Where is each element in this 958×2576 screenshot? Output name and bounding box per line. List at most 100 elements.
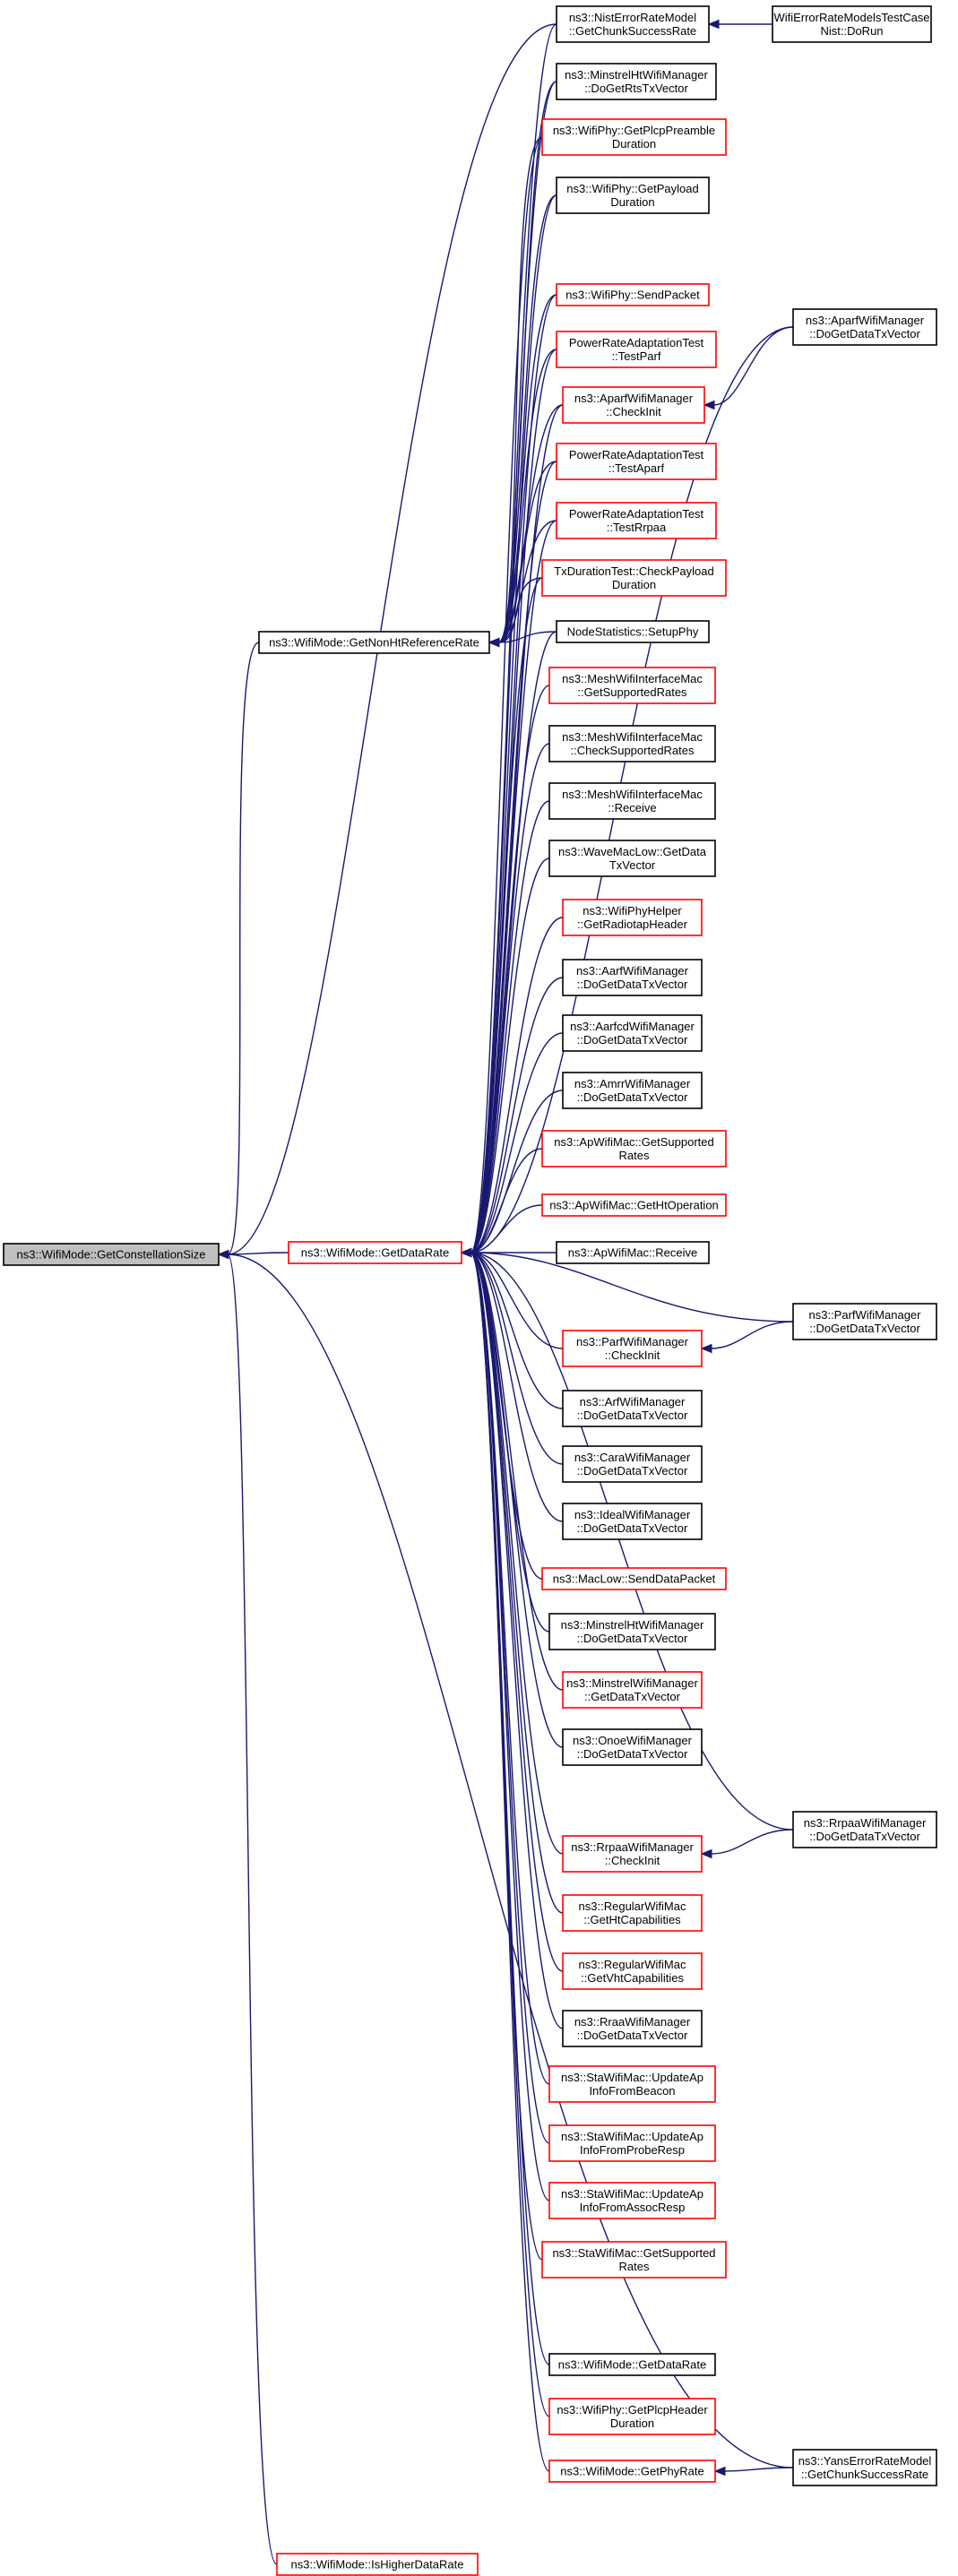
node-label: ::DoGetDataTxVector [577,978,688,991]
function-node[interactable]: ns3::RegularWifiMac::GetHtCapabilities [562,1894,703,1932]
node-label: ns3::WifiMode::GetConstellationSize [17,1248,206,1262]
function-node[interactable]: ns3::ParfWifiManager::DoGetDataTxVector [792,1303,937,1340]
function-node[interactable]: PowerRateAdaptationTest::TestRrpaa [556,502,717,539]
function-node[interactable]: ns3::WifiMode::GetPhyRate [548,2460,716,2483]
function-node[interactable]: ns3::CaraWifiManager::DoGetDataTxVector [562,1445,703,1483]
function-node[interactable]: ns3::YansErrorRateModel::GetChunkSuccess… [792,2449,937,2486]
function-node[interactable]: ns3::AparfWifiManager::DoGetDataTxVector [792,308,937,346]
node-label: ::DoGetDataTxVector [577,1632,688,1645]
function-node[interactable]: PowerRateAdaptationTest::TestParf [556,331,717,368]
call-edge [470,977,564,1254]
function-node[interactable]: ns3::MeshWifiInterfaceMac::GetSupportedR… [548,667,716,704]
node-label: ns3::WifiPhyHelper [583,904,682,918]
arrowhead-icon [488,637,500,648]
node-label: PowerRateAdaptationTest [569,507,704,521]
node-label: ns3::WifiMode::GetPhyRate [560,2465,703,2478]
node-label: ns3::MeshWifiInterfaceMac [562,788,703,801]
node-label: ns3::WifiPhy::SendPacket [565,289,700,302]
node-label: ns3::ApWifiMac::Receive [568,1246,698,1260]
function-node[interactable]: ns3::RrpaaWifiManager::DoGetDataTxVector [792,1811,937,1848]
node-label: ns3::MeshWifiInterfaceMac [562,730,703,744]
node-label: ns3::ApWifiMac::GetHtOperation [549,1199,719,1212]
function-node[interactable]: ns3::ParfWifiManager::CheckInit [562,1330,703,1367]
node-label: ns3::MinstrelHtWifiManager [565,68,708,82]
call-edge [470,743,550,1254]
call-edge [497,294,557,643]
function-node[interactable]: PowerRateAdaptationTest::TestAparf [556,443,717,480]
function-node[interactable]: ns3::OnoeWifiManager::DoGetDataTxVector [562,1728,703,1766]
function-node[interactable]: ns3::AarfcdWifiManager::DoGetDataTxVecto… [562,1014,703,1052]
call-edge [470,1252,564,1349]
node-label: Nist::DoRun [820,24,883,38]
function-node[interactable]: ns3::ApWifiMac::GetHtOperation [541,1193,727,1217]
call-edge [470,1032,564,1254]
function-node[interactable]: ns3::ApWifiMac::GetSupportedRates [541,1130,727,1167]
function-node[interactable]: ns3::RrpaaWifiManager::CheckInit [562,1835,703,1873]
call-edge [470,800,550,1254]
function-node[interactable]: ns3::MeshWifiInterfaceMac::Receive [548,782,716,820]
call-edge [470,1252,550,2472]
function-node[interactable]: ns3::ArfWifiManager::DoGetDataTxVector [562,1390,703,1427]
node-box [562,1671,703,1709]
node-box [562,1503,703,1540]
function-node[interactable]: ns3::StaWifiMac::UpdateApInfoFromAssocRe… [548,2182,716,2219]
node-label: ns3::WifiMode::IsHigherDataRate [291,2558,464,2572]
function-node[interactable]: ns3::IdealWifiManager::DoGetDataTxVector [562,1503,703,1540]
node-label: NodeStatistics::SetupPhy [567,625,699,639]
node-label: ::DoGetDataTxVector [577,1033,688,1047]
node-box [556,5,710,43]
function-node[interactable]: ns3::WifiMode::GetDataRate [288,1241,462,1264]
call-edge [470,1252,564,1465]
function-node[interactable]: ns3::MinstrelHtWifiManager::DoGetRtsTxVe… [556,63,717,100]
node-label: ::DoGetDataTxVector [809,327,920,340]
function-node[interactable]: ns3::RraaWifiManager::DoGetDataTxVector [562,2010,703,2047]
node-label: ns3::RraaWifiManager [574,2015,691,2029]
function-node[interactable]: ns3::WifiMode::GetNonHtReferenceRate [258,631,490,654]
node-box [548,2065,716,2103]
node-label: InfoFromBeacon [589,2084,675,2098]
node-box [548,840,716,877]
function-node[interactable]: ns3::AarfWifiManager::DoGetDataTxVector [562,959,703,996]
arrowhead-icon [703,400,715,410]
node-label: Duration [612,137,656,151]
function-node[interactable]: NodeStatistics::SetupPhy [556,620,710,643]
node-label: ns3::MacLow::SendDataPacket [553,1572,716,1586]
function-node[interactable]: ns3::ApWifiMac::Receive [556,1241,710,1264]
function-node[interactable]: ns3::WifiMode::GetConstellationSize [3,1243,220,1266]
node-label: ns3::RegularWifiMac [579,1958,686,1971]
function-node[interactable]: ns3::MinstrelHtWifiManager::DoGetDataTxV… [548,1613,716,1650]
node-box [548,782,716,820]
function-node[interactable]: ns3::StaWifiMac::GetSupportedRates [541,2241,727,2279]
function-node[interactable]: ns3::MeshWifiInterfaceMac::CheckSupporte… [548,725,716,762]
function-node[interactable]: ns3::WifiMode::GetDataRate [548,2353,716,2376]
call-edge [470,1252,550,2201]
node-box [541,118,727,156]
node-layer: ns3::WifiMode::GetConstellationSizens3::… [3,5,937,2576]
function-node[interactable]: ns3::WifiPhy::SendPacket [556,283,710,306]
function-node[interactable]: ns3::AmrrWifiManager::DoGetDataTxVector [562,1072,703,1109]
node-label: WifiErrorRateModelsTestCase [773,11,929,24]
node-label: ::GetChunkSuccessRate [801,2468,928,2481]
function-node[interactable]: ns3::AparfWifiManager::CheckInit [562,386,705,424]
function-node[interactable]: ns3::WifiMode::IsHigherDataRate [276,2553,479,2576]
node-box [3,1243,220,1266]
call-edge [470,857,550,1254]
node-box [556,177,710,214]
function-node[interactable]: ns3::StaWifiMac::UpdateApInfoFromProbeRe… [548,2124,716,2162]
function-node[interactable]: ns3::RegularWifiMac::GetVhtCapabilities [562,1952,703,1990]
function-node[interactable]: ns3::MinstrelWifiManager::GetDataTxVecto… [562,1671,703,1709]
node-box [548,2124,716,2162]
function-node[interactable]: ns3::NistErrorRateModel::GetChunkSuccess… [556,5,710,43]
node-box [562,1952,703,1990]
node-box [548,2182,716,2219]
function-node[interactable]: ns3::MacLow::SendDataPacket [541,1567,727,1590]
function-node[interactable]: ns3::WifiPhyHelper::GetRadiotapHeader [562,899,703,936]
function-node[interactable]: ns3::WaveMacLow::GetDataTxVector [548,840,716,877]
